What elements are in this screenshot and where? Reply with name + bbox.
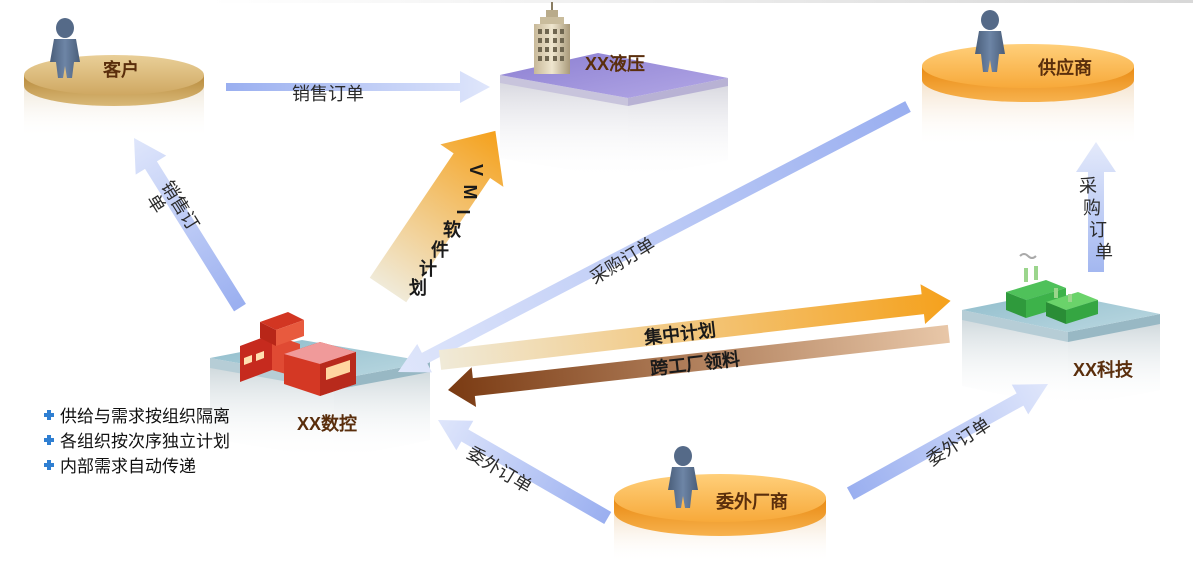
vmi-char-4: 软 [443,220,461,240]
supplier-disc [922,44,1134,148]
vmi-char-5: 件 [431,240,449,260]
outsourcing-order-arrow-right [846,384,1048,500]
vmi-char-1: V [466,163,486,176]
purchase-char-3: 订 [1089,220,1107,240]
node-tech-label: XX科技 [1073,360,1134,380]
vmi-char-3: I [453,209,473,215]
note-item: 内部需求自动传递 [44,452,230,477]
outsourcing-order-arrow-left [438,420,612,525]
node-hydraulics-label: XX液压 [585,54,646,74]
purchase-order-arrow-diagonal [398,101,911,373]
central-plan-arrow [438,284,951,370]
plus-bullet-icon [44,409,54,420]
notes-list: 供给与需求按组织隔离 各组织按次序独立计划 内部需求自动传递 [44,402,230,477]
note-text: 供给与需求按组织隔离 [60,407,230,426]
plus-bullet-icon [44,434,54,445]
subcontractor-person-icon [668,446,698,508]
node-supplier-label: 供应商 [1038,58,1092,78]
green-factory-icon [1006,253,1098,324]
vmi-label: V M I 软 件 计 划 [400,160,490,300]
sales-order-arrow-diagonal [134,138,246,312]
vmi-char-6: 计 [419,259,437,279]
supplier-person-icon [975,10,1005,72]
purchase-order-arrow-vertical [1076,142,1116,272]
note-text: 各组织按次序独立计划 [60,432,230,451]
tower-building-icon [534,2,570,74]
node-subcontractor-label: 委外厂商 [716,492,788,512]
note-item: 供给与需求按组织隔离 [44,402,230,427]
top-divider [210,0,1193,3]
vmi-arrow [369,130,504,303]
purchase-char-2: 购 [1083,198,1101,218]
subcontractor-disc [614,474,826,563]
vmi-char-2: M [460,184,480,200]
vmi-char-7: 划 [409,278,427,298]
purchase-char-1: 采 [1079,176,1097,196]
plus-bullet-icon [44,459,54,470]
purchase-order-vertical-label: 采 购 订 单 [1078,176,1118,276]
node-customer-label: 客户 [103,60,139,80]
purchase-char-4: 单 [1095,242,1113,262]
note-item: 各组织按次序独立计划 [44,427,230,452]
node-cnc-label: XX数控 [297,414,358,434]
note-text: 内部需求自动传递 [60,457,196,476]
sales-order-top-label: 销售订单 [292,84,364,104]
cross-plant-picking-arrow [448,324,950,407]
sales-order-arrow-top [226,71,490,103]
customer-person-icon [50,18,80,78]
red-factory-icon [240,312,356,396]
